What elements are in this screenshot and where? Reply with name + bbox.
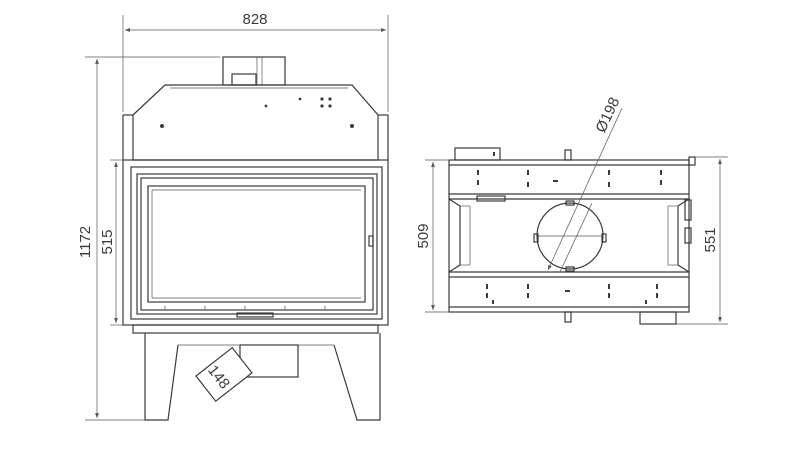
side-view	[448, 147, 696, 325]
width-dimension-label: 828	[242, 11, 267, 28]
diameter-leader-line	[547, 107, 623, 271]
side-view-dimensions: Ø198 509 551	[415, 95, 728, 325]
door-frame	[122, 159, 389, 326]
lower-base	[132, 324, 381, 421]
inner-depth-dimension-label: 509	[415, 223, 432, 248]
front-view	[122, 56, 389, 421]
side-view-holes	[477, 152, 662, 304]
glass-height-dimension-label: 515	[99, 229, 116, 254]
outer-depth-dimension-label: 551	[702, 227, 719, 252]
flue-collar	[222, 56, 286, 86]
upper-housing	[122, 84, 389, 161]
height-dimension-label: 1172	[77, 226, 94, 258]
